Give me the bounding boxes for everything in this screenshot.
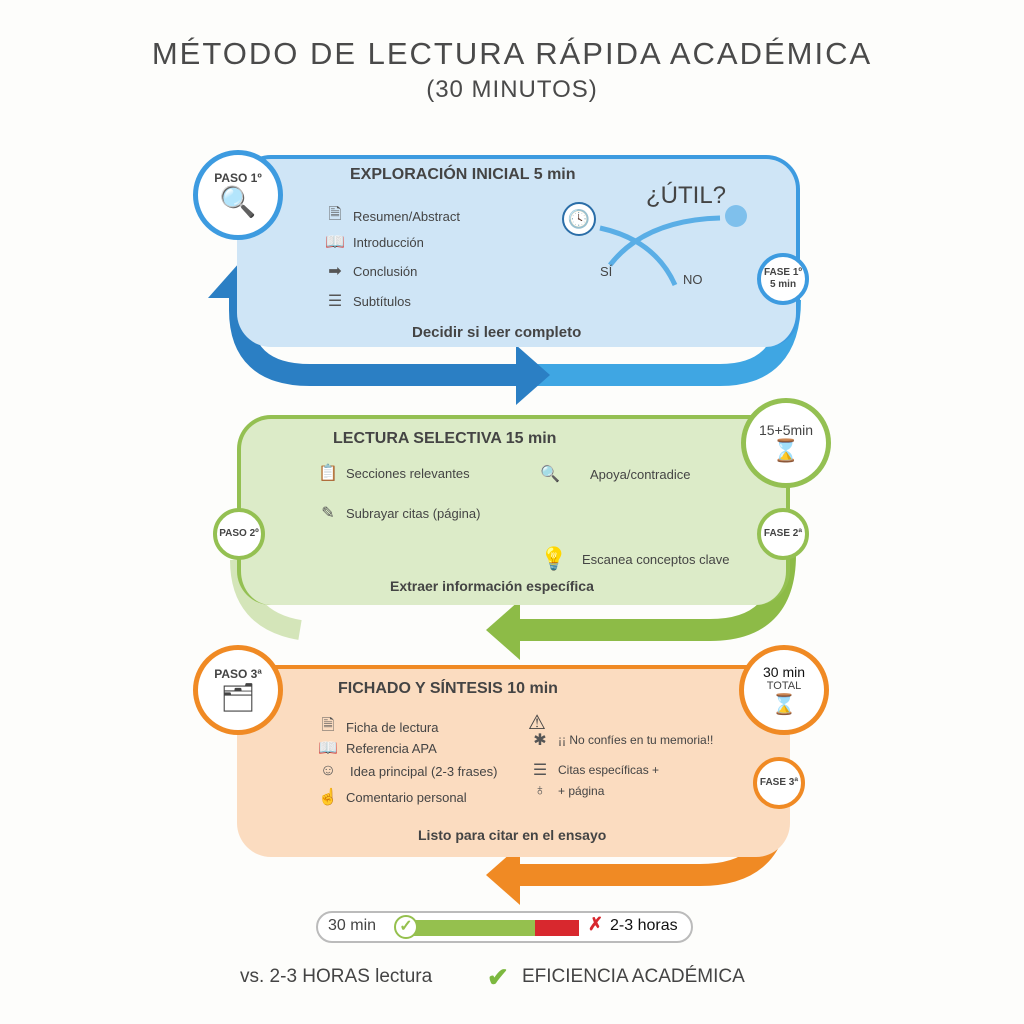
total-time: 30 min xyxy=(762,663,806,680)
warning-icon: ⚠ xyxy=(528,712,546,734)
phase3-badge: FASE 3ª xyxy=(753,757,805,809)
page-title: MÉTODO DE LECTURA RÁPIDA ACADÉMICA xyxy=(151,36,873,71)
list-item: 📋 Secciones relevantes xyxy=(318,463,470,483)
checklist-icon: 📋 xyxy=(318,465,338,482)
list-item: ➡ Conclusión xyxy=(325,261,417,281)
item-label: Referencia APA xyxy=(346,740,437,756)
item-label: Citas específicas + xyxy=(558,763,660,777)
document-icon: 🗎 xyxy=(328,206,342,223)
list-item: 📖 Introducción xyxy=(325,232,424,252)
step2-time-badge: 15+5min⌛ xyxy=(741,398,831,488)
slow-bar-fill xyxy=(535,920,579,936)
hand-icon: ☝ xyxy=(318,789,338,806)
page-subtitle: (30 MINUTOS) xyxy=(426,76,598,103)
magnifier-icon: 🔍 xyxy=(540,466,560,483)
fast-time-label: 30 min xyxy=(328,917,377,934)
fast-bar-fill xyxy=(410,920,535,936)
magnifier-document-icon: 🔍 xyxy=(219,185,257,219)
total-label: TOTAL xyxy=(766,679,802,692)
phase-label: FASE 1º xyxy=(763,267,803,278)
cards-check-icon: 🗂 xyxy=(220,681,256,713)
list-item: ✎ Subrayar citas (página) xyxy=(318,503,480,523)
arrow-right-icon xyxy=(516,345,550,405)
item-label: Ficha de lectura xyxy=(346,720,439,735)
item-label: Subrayar citas (página) xyxy=(346,505,481,521)
vs-label: vs. 2-3 HORAS lectura xyxy=(240,966,433,987)
step2-footer: Extraer información específica xyxy=(390,578,594,594)
clock-icon: 🕓 xyxy=(562,202,596,236)
check-icon: ✓ xyxy=(394,915,418,939)
item-label: Comentario personal xyxy=(346,789,467,805)
hourglass-icon: ⌛ xyxy=(772,438,800,463)
list-item: 🔍 Apoya/contradice xyxy=(540,464,690,484)
hourglass-icon: ⌛ xyxy=(771,693,797,716)
subtitles-icon: ☰ xyxy=(327,293,343,310)
document-icon: 🗎 xyxy=(321,717,335,734)
arrow-left-icon xyxy=(486,845,520,905)
list-item: 🗎 Ficha de lectura xyxy=(318,714,439,741)
lightbulb-icon: 💡 xyxy=(540,546,568,571)
no-label: NO xyxy=(683,272,703,287)
step1-panel xyxy=(237,155,800,347)
book-icon: 📖 xyxy=(318,740,338,757)
phase-time: 5 min xyxy=(769,279,797,290)
list-icon: ☰ xyxy=(532,762,548,779)
list-item: 🗎 Resumen/Abstract xyxy=(325,203,460,230)
step3-footer: Listo para citar en el ensayo xyxy=(418,827,607,843)
step2-badge: PASO 2º xyxy=(213,508,265,560)
phase-label: FASE 3ª xyxy=(759,777,799,788)
badge-label: PASO 3ª xyxy=(214,666,262,681)
item-label: Secciones relevantes xyxy=(346,465,470,481)
list-item: ✱ ¡¡ No confíes en tu memoria!! xyxy=(530,730,713,750)
step1-badge: PASO 1º🔍 xyxy=(193,150,283,240)
item-label: Conclusión xyxy=(353,263,418,279)
list-item: ☺ Idea principal (2-3 frases) xyxy=(318,762,498,780)
arrow-icon: ➡ xyxy=(328,263,342,280)
step2-panel xyxy=(237,415,790,605)
list-item: 💡 Escanea conceptos clave xyxy=(540,546,729,572)
item-label: Subtítulos xyxy=(353,293,411,309)
list-item: ☰ Subtítulos xyxy=(325,291,411,311)
list-item: ☝ Comentario personal xyxy=(318,787,467,807)
item-label: Escanea conceptos clave xyxy=(582,551,730,567)
item-label: Apoya/contradice xyxy=(590,466,691,482)
list-item: ☰ Citas específicas + xyxy=(530,760,659,780)
item-label: Introducción xyxy=(353,234,424,250)
checkmark-icon: ✔ xyxy=(487,962,509,992)
step1-title: EXPLORACIÓN INICIAL 5 min xyxy=(350,166,576,183)
arrow-left-icon xyxy=(486,600,520,660)
step1-footer: Decidir si leer completo xyxy=(412,324,582,341)
efficiency-label: EFICIENCIA ACADÉMICA xyxy=(522,966,745,987)
phase2-badge: FASE 2ª xyxy=(757,508,809,560)
decision-arrows xyxy=(599,215,721,287)
bulb-icon: ♁ xyxy=(534,782,546,799)
item-label: Resumen/Abstract xyxy=(353,209,460,224)
phase-label: FASE 2ª xyxy=(763,528,803,539)
list-item: 📖 Referencia APA xyxy=(318,738,437,758)
brain-icon: ✱ xyxy=(533,732,547,749)
useful-question: ¿ÚTIL? xyxy=(646,182,727,209)
idea-icon: ☺ xyxy=(319,762,337,779)
step3-title: FICHADO Y SÍNTESIS 10 min xyxy=(338,680,558,697)
item-label: Idea principal (2-3 frases) xyxy=(350,763,498,779)
list-item: ♁ + página xyxy=(530,782,604,800)
time-label: 15+5min xyxy=(758,422,814,438)
badge-label: PASO 1º xyxy=(214,170,262,185)
yes-label: SÍ xyxy=(600,264,613,279)
item-label: + página xyxy=(558,784,605,798)
book-icon: 📖 xyxy=(325,234,345,251)
goal-icon xyxy=(725,205,747,227)
slow-time-label: 2-3 horas xyxy=(610,917,678,934)
step2-title: LECTURA SELECTIVA 15 min xyxy=(333,430,557,447)
step3-panel xyxy=(237,665,790,857)
item-label: ¡¡ No confíes en tu memoria!! xyxy=(558,733,714,747)
badge-label: PASO 2º xyxy=(219,528,259,539)
pencil-icon: ✎ xyxy=(321,505,335,522)
cross-check-icon: ✗ xyxy=(588,914,604,934)
step3-badge: PASO 3ª🗂 xyxy=(193,645,283,735)
